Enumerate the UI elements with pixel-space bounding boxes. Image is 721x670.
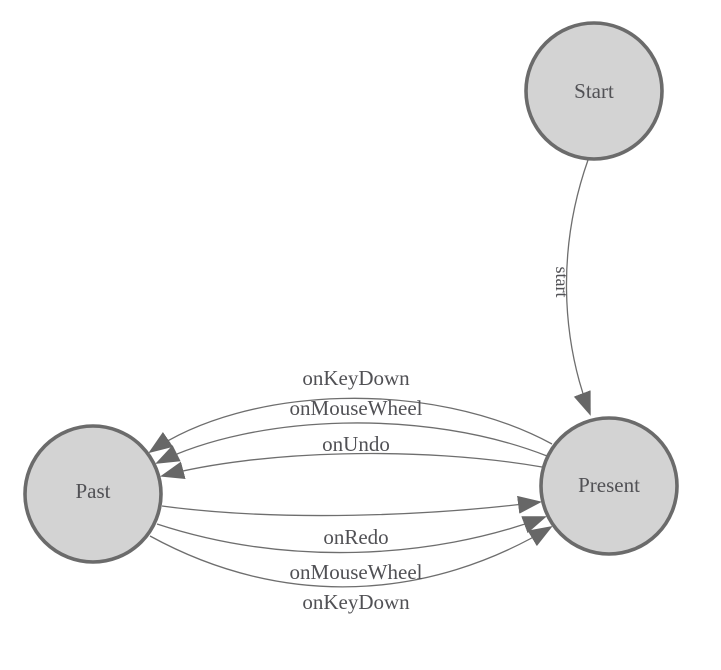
edge-label-onkeydown-top: onKeyDown	[302, 366, 410, 390]
edge-start-to-present[interactable]	[565, 159, 591, 416]
edge-present-to-past-onkeydown[interactable]	[148, 397, 553, 454]
node-present-label: Present	[578, 473, 640, 497]
edge-present-to-past-onundo[interactable]	[160, 452, 543, 480]
node-start-label: Start	[574, 79, 614, 103]
node-start[interactable]: Start	[524, 21, 664, 161]
edge-past-to-present-onredo[interactable]	[161, 495, 542, 517]
edge-past-to-present-onmousewheel[interactable]	[156, 516, 547, 554]
node-start-circle[interactable]	[524, 21, 664, 161]
edge-label-onmousewheel-top: onMouseWheel	[290, 396, 423, 420]
edge-past-to-present-onkeydown[interactable]	[149, 525, 553, 588]
edge-label-onundo: onUndo	[322, 432, 390, 456]
node-past[interactable]: Past	[23, 424, 163, 564]
edge-label-onmousewheel-bottom: onMouseWheel	[290, 560, 423, 584]
edge-present-to-past-onmousewheel[interactable]	[155, 422, 548, 464]
node-past-label: Past	[75, 479, 110, 503]
edge-label-onkeydown-bottom: onKeyDown	[302, 590, 410, 614]
node-present-circle[interactable]	[539, 416, 679, 556]
node-present[interactable]: Present	[539, 416, 679, 556]
node-past-circle[interactable]	[23, 424, 163, 564]
edge-label-start: start	[552, 267, 572, 298]
edge-label-onredo: onRedo	[323, 525, 388, 549]
